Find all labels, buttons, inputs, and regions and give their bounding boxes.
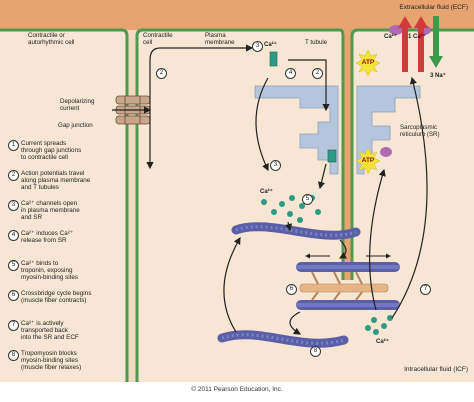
label-extracellular-fluid: Extracellular fluid (ECF)	[399, 4, 468, 11]
ca-label-channel: Ca²⁺	[264, 42, 277, 48]
myofilament-contracting	[296, 262, 400, 310]
step-6-text: Crossbridge cycle begins (muscle fiber c…	[21, 290, 92, 305]
label-contractile-cell: Contractile cell	[143, 32, 173, 46]
marker-step-8: 8	[310, 346, 321, 357]
atp-star-top	[355, 49, 381, 77]
arrow-step3-plasma-ca	[255, 77, 269, 172]
step-8-number: 8	[8, 350, 19, 361]
marker-step-5: 5	[302, 194, 313, 205]
atp-star-bottom	[355, 147, 381, 175]
step-8-text: Tropomyosin blocks myosin-binding sites …	[21, 350, 82, 372]
marker-step-3-sr: 3	[270, 160, 281, 171]
step-7-number: 7	[8, 320, 19, 331]
ca-channel-plasma-membrane	[269, 51, 278, 67]
t-tubule-lumen	[343, 30, 352, 280]
marker-step-3-plasma: 3	[252, 41, 263, 52]
arrow-contraction-to-release	[289, 311, 302, 335]
label-t-tubule: T tubule	[305, 39, 328, 46]
label-sarcoplasmic-reticulum: Sarcoplasmic reticulum (SR)	[400, 124, 440, 138]
extracellular-fluid-band	[0, 0, 474, 30]
step-7: 7 Ca²⁺ is actively transported back into…	[8, 320, 120, 341]
myofilament-bound-ca	[231, 222, 361, 240]
ca-atpase-pump-sr	[380, 147, 392, 157]
marker-step-2-membrane: 2	[156, 68, 167, 79]
ca-label-cytosol: Ca²⁺	[260, 189, 273, 195]
atp-label-bottom: ATP	[361, 157, 375, 164]
ca-exchange-label: 1 Ca²⁺	[408, 34, 426, 40]
step-3: 3 Ca²⁺ channels open in plasma membrane …	[8, 200, 120, 221]
arrow-filament-to-contraction	[338, 239, 347, 259]
step-6: 6 Crossbridge cycle begins (muscle fiber…	[8, 290, 120, 311]
plasma-membrane-left-cell	[0, 28, 129, 382]
step-4-number: 4	[8, 230, 19, 241]
step-5-number: 5	[8, 260, 19, 271]
arrow-step2-membrane	[149, 44, 254, 110]
sarcoplasmic-reticulum-left	[254, 85, 339, 175]
label-depolarizing-current: Depolarizing current	[60, 98, 95, 112]
arrow-step7-to-sr	[369, 168, 386, 311]
step-1-text: Current spreads through gap junctions to…	[21, 140, 82, 162]
cytoplasm-left	[0, 30, 126, 382]
step-1-number: 1	[8, 140, 19, 151]
step-1: 1 Current spreads through gap junctions …	[8, 140, 120, 161]
ca-efflux-arrow	[398, 16, 412, 72]
step-2: 2 Action potentials travel along plasma …	[8, 170, 120, 191]
step-4: 4 Ca²⁺ induces Ca²⁺ release from SR	[8, 230, 120, 251]
ca-efflux-arrow-2	[414, 16, 428, 72]
step-3-text: Ca²⁺ channels open in plasma membrane an…	[21, 200, 80, 222]
step-2-text: Action potentials travel along plasma me…	[21, 170, 91, 192]
atp-label-top: ATP	[361, 59, 375, 66]
na-exchange-label: 3 Na⁺	[430, 73, 446, 79]
arrow-t-tubule	[288, 59, 330, 112]
step-5-text: Ca²⁺ binds to troponin, exposing myosin-…	[21, 260, 79, 282]
marker-step-7: 7	[420, 284, 431, 295]
marker-step-4: 4	[285, 68, 296, 79]
ca-label-reuptake: Ca²⁺	[376, 339, 389, 345]
step-3-number: 3	[8, 200, 19, 211]
myofilament-relaxed	[217, 330, 349, 348]
step-7-text: Ca²⁺ is actively transported back into t…	[21, 320, 79, 342]
copyright-notice: © 2011 Pearson Education, Inc.	[191, 386, 283, 393]
calcium-cloud-reuptake	[365, 315, 393, 335]
ca-channel-sr	[327, 149, 337, 163]
arrow-to-filament	[285, 221, 293, 232]
ca-label-pump: Ca²⁺	[384, 34, 397, 40]
label-intracellular-fluid: Intracellular fluid (ICF)	[404, 366, 468, 373]
na-influx-arrow	[429, 16, 443, 68]
step-2-number: 2	[8, 170, 19, 181]
step-6-number: 6	[8, 290, 19, 301]
arrow-step8-back-up	[223, 236, 241, 333]
step-8: 8 Tropomyosin blocks myosin-binding site…	[8, 350, 120, 371]
arrow-step7-to-ecf	[391, 76, 428, 319]
cytoplasm-right	[138, 30, 474, 382]
step-legend: 1 Current spreads through gap junctions …	[8, 140, 120, 380]
marker-step-6: 6	[286, 284, 297, 295]
label-contractile-or-autorhythmic-cell: Contractile or autorhythmic cell	[28, 32, 75, 46]
arrow-step4-sr-ca	[317, 163, 327, 190]
label-gap-junction: Gap junction	[58, 122, 93, 129]
step-5: 5 Ca²⁺ binds to troponin, exposing myosi…	[8, 260, 120, 281]
marker-step-2-t-tubule: 2	[312, 68, 323, 79]
step-4-text: Ca²⁺ induces Ca²⁺ release from SR	[21, 230, 74, 245]
plasma-membrane-right-cell	[135, 28, 345, 382]
label-plasma-membrane: Plasma membrane	[205, 32, 235, 46]
t-tubule-membrane	[350, 28, 474, 280]
